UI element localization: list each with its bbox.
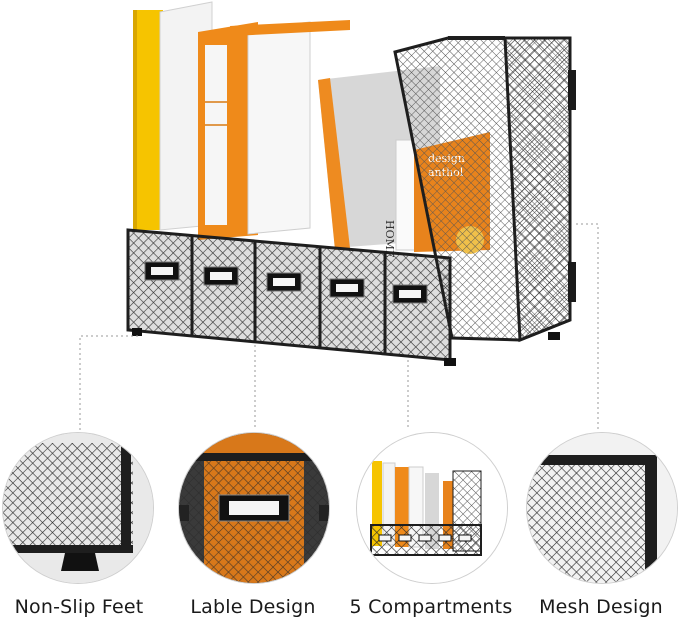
caption-compartments: 5 Compartments xyxy=(349,596,513,618)
detail-mesh-design xyxy=(526,432,678,584)
caption-non-slip-feet: Non-Slip Feet xyxy=(14,596,144,618)
caption-mesh-design: Mesh Design xyxy=(539,596,663,618)
white-binder xyxy=(230,20,350,235)
detail-label-design xyxy=(178,432,330,584)
detail-compartments xyxy=(356,432,508,584)
callout-lines xyxy=(79,223,599,430)
spine-text-home: HOME xyxy=(383,220,396,258)
caption-label-design: Lable Design xyxy=(190,596,316,618)
product-image: HOME design anthol xyxy=(79,1,599,430)
yellow-book xyxy=(133,10,163,230)
detail-non-slip-feet xyxy=(2,432,154,584)
orange-binder xyxy=(198,22,258,240)
front-mesh-panel xyxy=(126,228,560,366)
